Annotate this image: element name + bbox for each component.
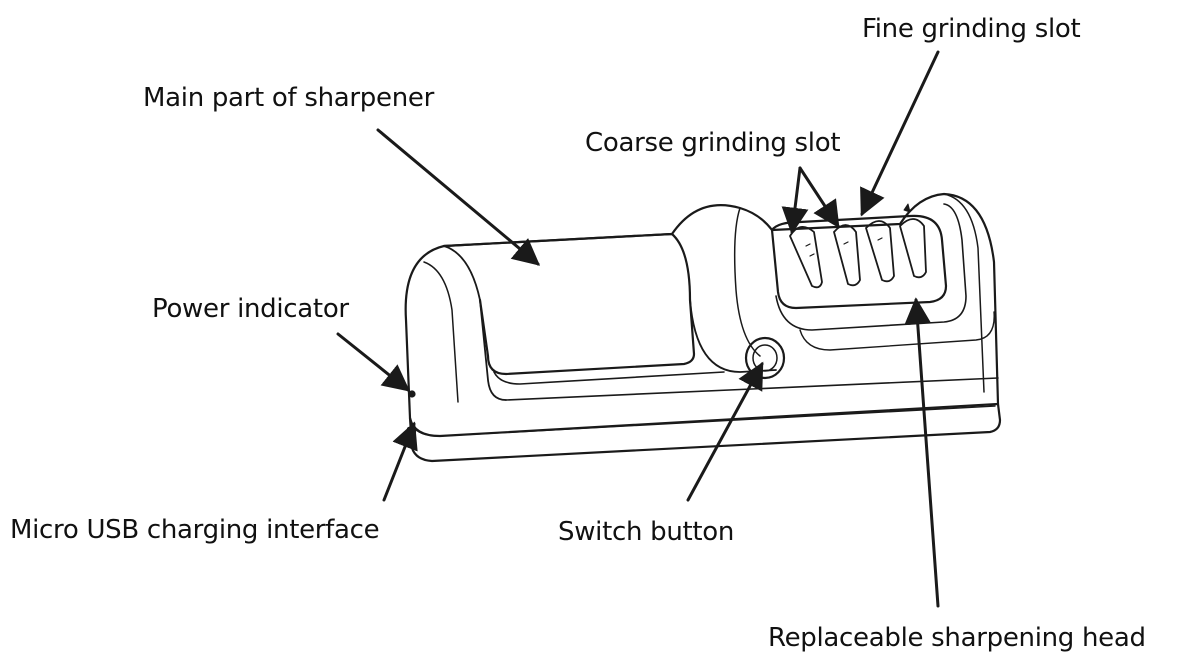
arrow-power-indicator [336, 332, 411, 392]
label-main-part: Main part of sharpener [143, 83, 434, 113]
label-replaceable-head: Replaceable sharpening head [768, 623, 1146, 653]
label-switch-button: Switch button [558, 517, 735, 547]
arrow-replaceable-head [904, 297, 940, 608]
label-power-indicator: Power indicator [152, 294, 349, 324]
leader-lines [336, 50, 940, 608]
power-indicator-dot [408, 390, 416, 398]
arrow-coarse-left [781, 166, 809, 235]
fine-slot-2 [899, 218, 927, 279]
label-coarse-grinding-slot: Coarse grinding slot [585, 128, 841, 158]
sharpener-body [404, 192, 1002, 463]
arrow-coarse-right [798, 166, 840, 229]
base-plate [408, 402, 1002, 463]
arrow-switch-button [686, 361, 764, 502]
label-fine-grinding-slot: Fine grinding slot [862, 14, 1081, 44]
coarse-slot-1 [789, 226, 823, 289]
arrow-micro-usb [382, 421, 418, 502]
arrow-fine-grinding-slot [860, 50, 940, 217]
coarse-slot-2 [833, 224, 861, 287]
switch-button [744, 336, 786, 380]
arrow-main-part [376, 128, 541, 266]
main-part-panel [442, 232, 696, 376]
fine-slot-1 [865, 220, 895, 283]
label-micro-usb: Micro USB charging interface [10, 515, 380, 545]
main-body-outline [404, 192, 1000, 438]
